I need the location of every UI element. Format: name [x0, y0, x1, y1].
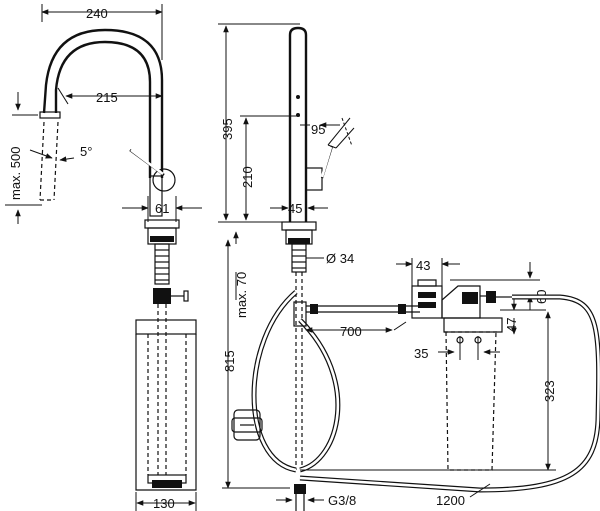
dim-95: 95 [311, 122, 325, 137]
hose-weight [233, 409, 261, 441]
dim-43: 43 [416, 258, 430, 273]
faucet-side-view: 240 215 max. 500 5° 61 [5, 4, 202, 511]
dim-max-70: max. 70 [234, 272, 249, 318]
dim-815: 815 [222, 350, 237, 372]
dim-700: 700 [340, 324, 362, 339]
dim-395: 395 [220, 118, 235, 140]
dim-1200: 1200 [436, 493, 465, 508]
faucet-front-view: 395 210 95 45 [218, 23, 420, 511]
dim-215: 215 [96, 90, 118, 105]
dim-diameter-34: Ø 34 [326, 251, 354, 266]
dim-240: 240 [86, 6, 108, 21]
dim-130: 130 [153, 496, 175, 511]
dim-max-500: max. 500 [8, 147, 23, 200]
dim-323: 323 [542, 380, 557, 402]
dim-angle: 5° [80, 144, 92, 159]
filter-unit: 43 60 47 35 [299, 258, 600, 508]
threaded-shank [154, 243, 170, 285]
dim-g38: G3/8 [328, 493, 356, 508]
dim-61: 61 [155, 201, 169, 216]
dim-45: 45 [288, 201, 302, 216]
dim-35: 35 [414, 346, 428, 361]
dim-210: 210 [240, 166, 255, 188]
front-threaded-shank [291, 243, 307, 273]
dim-47: 47 [504, 318, 519, 332]
